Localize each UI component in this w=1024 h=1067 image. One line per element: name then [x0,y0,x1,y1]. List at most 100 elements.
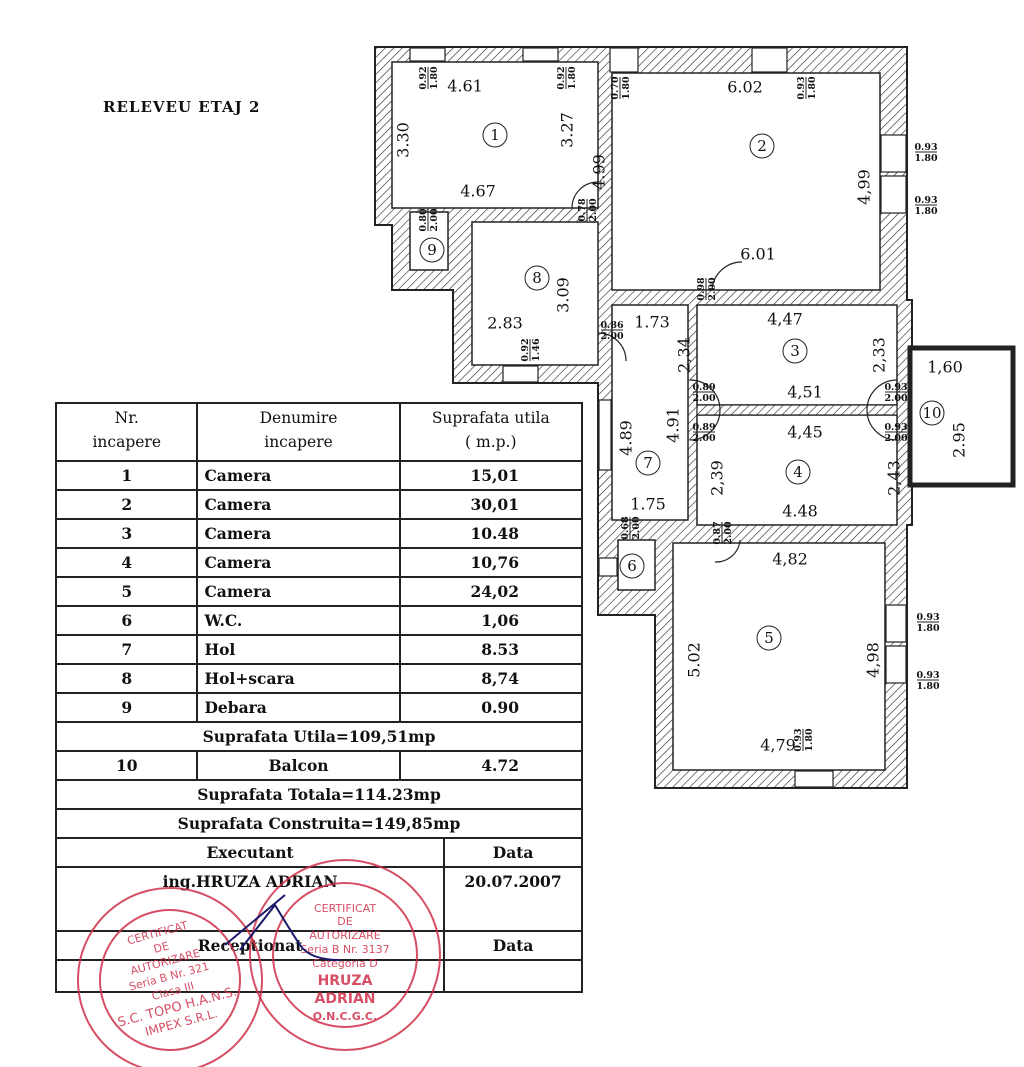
room-number-6: 6 [619,553,645,579]
svg-text:0.87: 0.87 [712,521,723,544]
room-7 [611,304,689,521]
header-nr: Nr. incapere [54,402,199,462]
dimension-label: 4,98 [864,642,883,678]
svg-text:10: 10 [922,404,941,422]
dimension-label: 4,47 [767,310,803,329]
room-number-8: 8 [524,265,550,291]
svg-text:1.46: 1.46 [531,338,542,362]
doors [571,181,898,563]
svg-text:0.93: 0.93 [916,670,939,681]
svg-text:1.80: 1.80 [804,728,815,752]
dimension-label: 2.83 [487,314,523,333]
room-5 [672,542,886,771]
row-name: Balcon [196,750,401,781]
svg-text:6: 6 [627,557,637,575]
row-nr: 2 [54,489,199,520]
svg-text:1.80: 1.80 [914,153,938,164]
dimension-label: 1,60 [927,358,963,377]
room-number-2: 2 [749,133,775,159]
room-number-7: 7 [635,450,661,476]
svg-text:2.00: 2.00 [707,277,718,301]
opening-label: 0.931.80 [914,142,938,164]
row-name: Camera [196,576,401,607]
room-9 [409,211,449,271]
dimension-label: 4.99 [590,154,609,190]
room-number-3: 3 [782,338,808,364]
dimension-label: 4,99 [855,169,874,205]
svg-text:0.93: 0.93 [884,382,907,393]
svg-text:8: 8 [532,269,542,287]
svg-text:1.80: 1.80 [916,681,940,692]
svg-text:2.00: 2.00 [692,433,716,444]
row-nr: 9 [54,692,199,723]
row-name: Debara [196,692,401,723]
opening-label: 0.892.00 [692,382,716,404]
svg-text:5: 5 [764,629,774,647]
dimension-label: 2,34 [675,337,694,373]
opening-label: 0.862.00 [600,320,624,342]
dimension-label: 3.30 [394,122,413,158]
opening-label: 0.892.00 [692,422,716,444]
dimension-label: 2,43 [885,460,904,496]
row-nr: 7 [54,634,199,665]
receptionat-data-label: Data [443,930,583,961]
row-area: 30,01 [398,489,584,520]
dimension-label: 4.91 [664,407,683,443]
dimension-label: 4.61 [447,77,483,96]
row-nr: 3 [54,518,199,549]
dimension-label: 2,39 [708,460,727,496]
row-name: Camera [196,460,401,491]
row-name: Camera [196,518,401,549]
suprafata-totala: Suprafata Totala=114.23mp [55,779,583,810]
executant-label: Executant [54,837,446,868]
room-4 [696,414,898,526]
executant-name: ing.HRUZA ADRIAN [54,866,446,932]
svg-text:1.80: 1.80 [567,66,578,90]
receptionat-empty [54,959,446,993]
svg-text:2.00: 2.00 [588,198,599,222]
dimension-label: 4,51 [787,383,823,402]
dimension-label: 2,33 [870,337,889,373]
row-nr: 5 [54,576,199,607]
opening-label: 0.931.80 [914,195,938,217]
svg-text:0.70: 0.70 [610,76,621,100]
svg-text:0.78: 0.78 [577,198,588,222]
svg-text:1.80: 1.80 [916,623,940,634]
dimension-label: 3.27 [558,112,577,148]
room-number-9: 9 [419,237,445,263]
svg-text:0.92: 0.92 [556,66,567,89]
row-area: 8,74 [398,663,584,694]
svg-text:0.89: 0.89 [692,422,716,433]
svg-text:3: 3 [790,342,800,360]
svg-text:0.93: 0.93 [884,422,907,433]
room-2 [611,72,881,291]
svg-text:9: 9 [427,241,437,259]
room-6 [617,539,656,591]
dimension-label: 6.01 [740,245,776,264]
svg-text:0.92: 0.92 [418,66,429,89]
row-area: 1,06 [398,605,584,636]
svg-text:0.92: 0.92 [520,338,531,361]
row-area: 24,02 [398,576,584,607]
header-suprafata: Suprafata utila ( m.p.) [398,402,584,462]
opening-label: 0.931.80 [916,612,940,634]
room-3 [696,304,898,406]
room-number-1: 1 [482,122,508,148]
room-area-table: Nr. incapere Denumire incapere Suprafata… [54,402,584,993]
room-8 [471,221,599,366]
executant-date: 20.07.2007 [443,866,583,932]
svg-text:1.80: 1.80 [914,206,938,217]
svg-text:0.80: 0.80 [418,208,429,232]
svg-text:4: 4 [793,463,803,481]
row-area: 4.72 [398,750,584,781]
row-nr: 4 [54,547,199,578]
